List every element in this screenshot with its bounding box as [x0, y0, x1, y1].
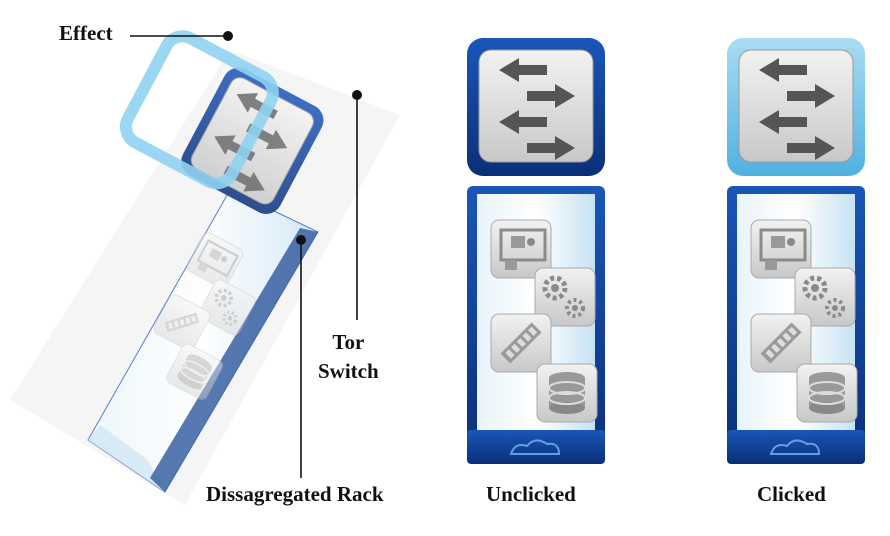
rack-footer	[467, 430, 605, 464]
rack-footer	[727, 430, 865, 464]
unclicked-label: Unclicked	[486, 482, 576, 506]
effect-label: Effect	[59, 21, 113, 45]
cloud-icon	[509, 439, 561, 455]
tilted-rack-diagram	[10, 30, 400, 505]
arrows-tile	[478, 49, 594, 163]
tor-switch-label: Tor Switch	[318, 328, 379, 386]
tor-label-line2: Switch	[318, 359, 379, 383]
clicked-panel[interactable]	[727, 38, 865, 464]
disaggregated-rack-label: Dissagregated Rack	[206, 482, 384, 506]
tor-callout-dot	[352, 90, 362, 100]
callout-lines	[130, 35, 358, 478]
effect-callout-dot	[223, 31, 233, 41]
cloud-icon	[769, 439, 821, 455]
rack-callout-dot	[296, 235, 306, 245]
unclicked-panel[interactable]	[467, 38, 605, 464]
tilted-rack-edge	[150, 228, 318, 492]
clicked-label: Clicked	[757, 482, 826, 506]
tor-label-line1: Tor	[332, 330, 365, 354]
effect-highlight	[119, 30, 279, 190]
arrows-tile	[738, 49, 854, 163]
